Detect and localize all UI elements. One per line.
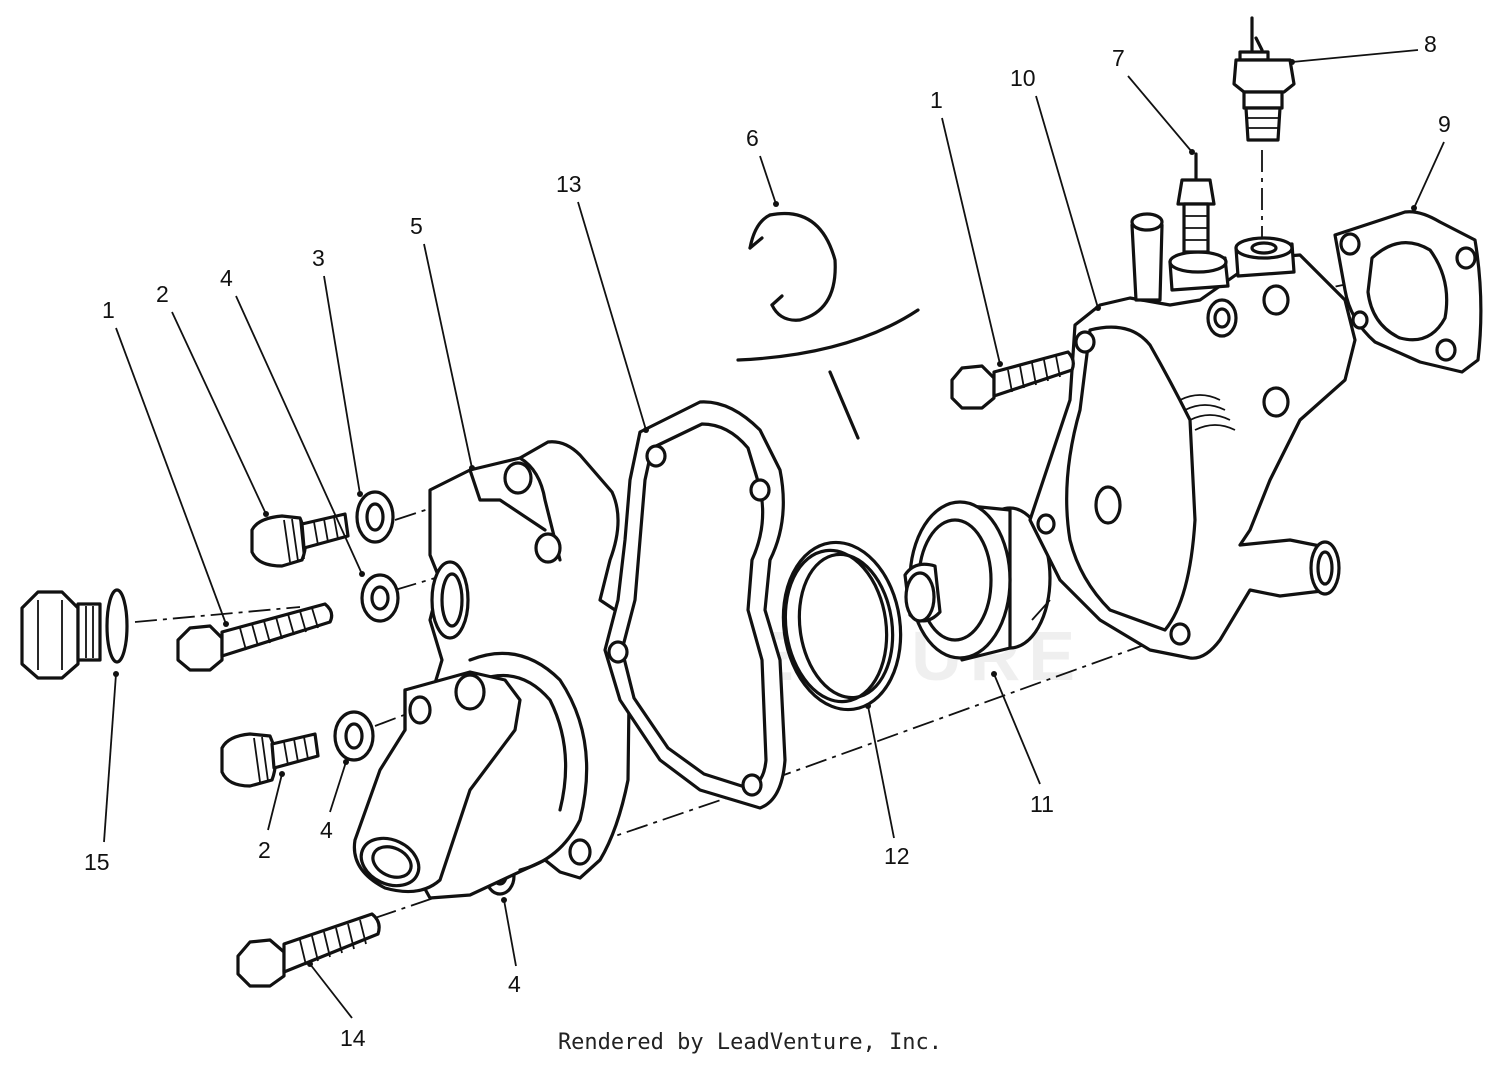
cap-bolt-lower (220, 732, 320, 788)
cap-bolt-upper (250, 512, 350, 568)
snap-ring (736, 212, 920, 440)
bolt-left-long (176, 602, 334, 672)
thermostat (903, 500, 1052, 662)
drain-plug (20, 588, 129, 680)
callout-4-bottom: 4 (508, 971, 521, 997)
bolt-bottom (236, 912, 381, 988)
callout-3: 3 (312, 245, 325, 271)
callout-15: 15 (84, 849, 110, 875)
temperature-switch (1232, 16, 1296, 142)
washer-3 (355, 490, 395, 544)
callout-1-right: 1 (930, 87, 943, 113)
callouts: 1 2 4 3 5 13 6 1 10 7 8 9 15 2 4 4 14 12… (84, 31, 1451, 1051)
callout-14: 14 (340, 1025, 366, 1051)
callout-5: 5 (410, 213, 423, 239)
washer-4-lower (333, 710, 375, 762)
callout-4-lower: 4 (320, 817, 333, 843)
leader-lines (103, 49, 1445, 1019)
thermostat-cover-housing (352, 440, 632, 900)
callout-9: 9 (1438, 111, 1451, 137)
gasket-13 (603, 400, 787, 810)
flange-gasket (1333, 210, 1483, 374)
callout-7: 7 (1112, 45, 1125, 71)
callout-4-upper: 4 (220, 265, 233, 291)
callout-1-left: 1 (102, 297, 115, 323)
callout-6: 6 (746, 125, 759, 151)
water-outlet-housing (1028, 212, 1357, 660)
washer-4-middle (360, 573, 400, 623)
seal-ring (781, 540, 903, 712)
callout-2-lower: 2 (258, 837, 271, 863)
callout-13: 13 (556, 171, 582, 197)
callout-2-upper: 2 (156, 281, 169, 307)
bolt-right (950, 350, 1075, 410)
temperature-sensor (1176, 152, 1216, 254)
rendered-by-credit: Rendered by LeadVenture, Inc. (557, 1030, 943, 1055)
callout-11: 11 (1030, 791, 1054, 817)
callout-12: 12 (884, 843, 910, 869)
callout-10: 10 (1010, 65, 1036, 91)
callout-8: 8 (1424, 31, 1437, 57)
